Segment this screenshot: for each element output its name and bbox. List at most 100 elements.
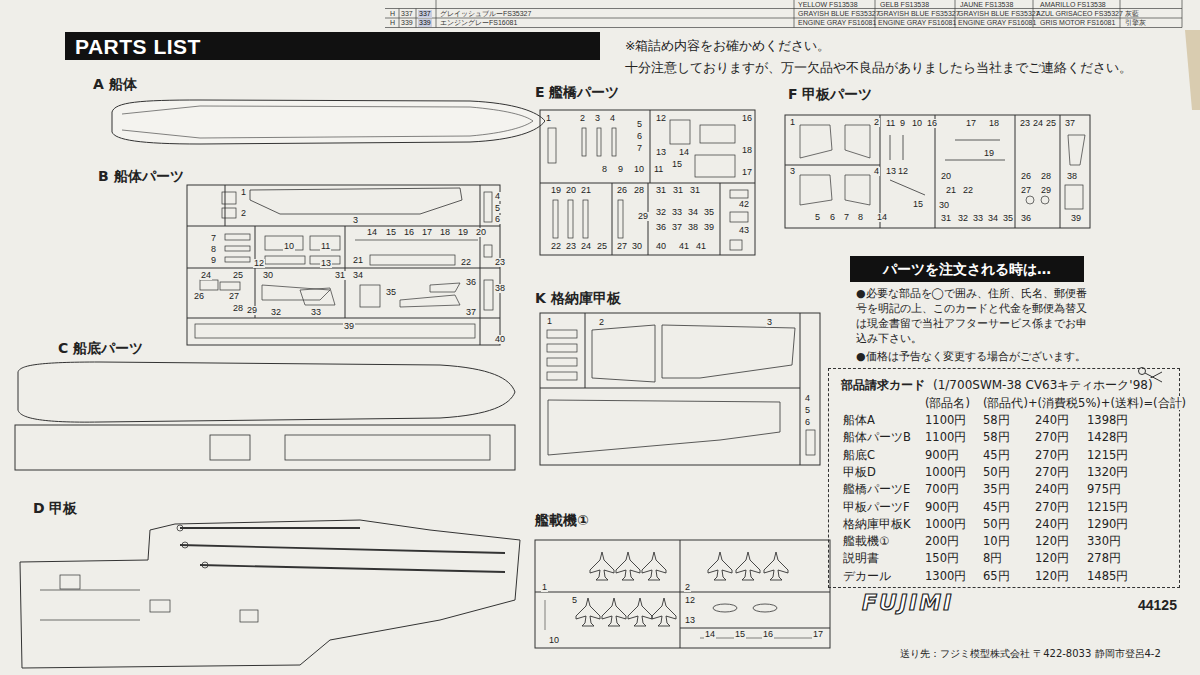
sprue-e-line <box>540 110 755 255</box>
part-number: 18 <box>439 228 451 237</box>
price-cell: 1485円 <box>1087 569 1128 583</box>
flight-deck-d-line <box>177 525 183 531</box>
sprue-e-line <box>583 200 588 238</box>
hull-a <box>112 100 545 144</box>
price-cell: 120円 <box>1035 551 1069 565</box>
sprue-f-line <box>1060 115 1061 228</box>
sprue-k-line <box>662 325 795 378</box>
price-cell: 船体A <box>843 413 875 427</box>
paint-table-cell: GRIS MOTOR FS16081 <box>1040 19 1115 27</box>
sprue-aircraft-line <box>736 552 760 580</box>
part-number: 39 <box>343 322 355 331</box>
paint-code: 339 <box>418 19 432 27</box>
part-number: 14 <box>366 228 378 237</box>
part-number: 20 <box>940 172 952 181</box>
sprue-e-line <box>612 128 616 156</box>
sprue-f-line <box>785 115 1090 228</box>
part-number: 6 <box>494 215 501 224</box>
sprue-b-line <box>187 185 500 345</box>
flight-deck-d-line <box>180 545 505 553</box>
part-number: 7 <box>210 234 217 243</box>
price-cell: 10円 <box>983 534 1010 548</box>
sprue-b-line <box>400 295 460 307</box>
paint-table-cell: GRAYISH BLUE FS35327 <box>798 10 880 18</box>
flight-deck-d <box>20 520 520 668</box>
price-cell: 200円 <box>925 534 959 548</box>
hull-bottom-c-line <box>285 435 490 460</box>
sprue-b-line <box>195 324 475 338</box>
sprue-k-line <box>547 358 577 366</box>
sprue-b-line <box>300 288 335 305</box>
price-cell: 45円 <box>983 500 1010 514</box>
part-number: 40 <box>494 335 506 344</box>
sprue-f-line <box>800 175 832 205</box>
sprue-b-line <box>430 283 460 292</box>
part-number: 22 <box>550 242 562 251</box>
section-title: B 船体パーツ <box>96 168 186 185</box>
part-number: 22 <box>962 186 974 195</box>
part-number: 7 <box>843 213 850 222</box>
part-number: 34 <box>987 214 999 223</box>
part-number: 27 <box>228 292 240 301</box>
sprue-b-line <box>187 318 500 319</box>
sprue-e-line <box>730 212 748 222</box>
paint-table-cell: YELLOW FS13538 <box>798 1 858 9</box>
part-number: 10 <box>633 165 645 174</box>
part-number: 31 <box>672 186 684 195</box>
part-number: 6 <box>829 213 836 222</box>
note-text: ※箱詰め内容をお確かめください。 <box>625 38 830 53</box>
part-number: 17 <box>421 228 433 237</box>
part-number: 20 <box>475 228 487 237</box>
price-cell: (部品名) <box>925 396 970 410</box>
sprue-aircraft-line <box>535 540 830 648</box>
sprue-aircraft <box>535 540 830 648</box>
price-cell: 1100円 <box>925 413 966 427</box>
part-number: 10 <box>911 119 923 128</box>
part-number: 26 <box>193 292 205 301</box>
part-number: 30 <box>938 201 950 210</box>
sprue-aircraft-line <box>628 598 652 626</box>
price-cell: 艦橋パーツE <box>843 482 910 496</box>
flight-deck-d-line <box>40 590 140 591</box>
sprue-k-line <box>540 313 820 465</box>
price-cell: 格納庫甲板K <box>843 517 911 531</box>
part-number: 34 <box>352 271 364 280</box>
part-number: 21 <box>352 256 364 265</box>
price-cell: 58円 <box>983 413 1010 427</box>
sprue-aircraft-line <box>545 600 546 630</box>
sprue-aircraft-line <box>602 598 626 626</box>
box-subtitle: (1/700SWM-38 CV63キティホーク'98) <box>933 378 1153 392</box>
sprue-aircraft-line <box>713 604 737 612</box>
sprue-e-line <box>700 125 735 143</box>
part-number: 35 <box>385 288 397 297</box>
paint-table-cell: 灰藍 <box>1125 10 1139 18</box>
sprue-b <box>187 185 500 345</box>
order-note: ●必要な部品を◯で囲み、住所、氏名、郵便番号を明記の上、このカードと代金を郵便為… <box>856 286 1088 346</box>
price-cell: 35円 <box>983 482 1010 496</box>
price-cell: 1320円 <box>1087 465 1128 479</box>
flight-deck-d-line <box>240 610 258 622</box>
part-number: 36 <box>655 223 667 232</box>
price-cell: 1215円 <box>1087 500 1128 514</box>
sprue-aircraft-line <box>535 592 830 593</box>
sprue-e-line <box>612 183 613 255</box>
sprue-aircraft-line <box>764 552 788 580</box>
part-number: 26 <box>1020 172 1032 181</box>
part-number: 26 <box>616 186 628 195</box>
part-number: 5 <box>636 120 643 129</box>
part-number: 1 <box>789 118 796 127</box>
part-number: 1 <box>545 114 552 123</box>
sprue-e-line <box>720 183 721 255</box>
sprue-f-line <box>845 175 870 205</box>
price-cell: 270円 <box>1035 500 1069 514</box>
paint-table <box>385 0 1182 28</box>
part-number: 24 <box>1032 119 1044 128</box>
part-number: 12 <box>897 167 909 176</box>
price-cell: 1000円 <box>925 517 966 531</box>
part-number: 3 <box>594 114 601 123</box>
part-number: 33 <box>972 214 984 223</box>
sprue-k-line <box>800 313 801 465</box>
sprue-b-line <box>484 280 493 310</box>
sprue-b-line <box>360 285 380 307</box>
price-cell: 700円 <box>925 482 959 496</box>
